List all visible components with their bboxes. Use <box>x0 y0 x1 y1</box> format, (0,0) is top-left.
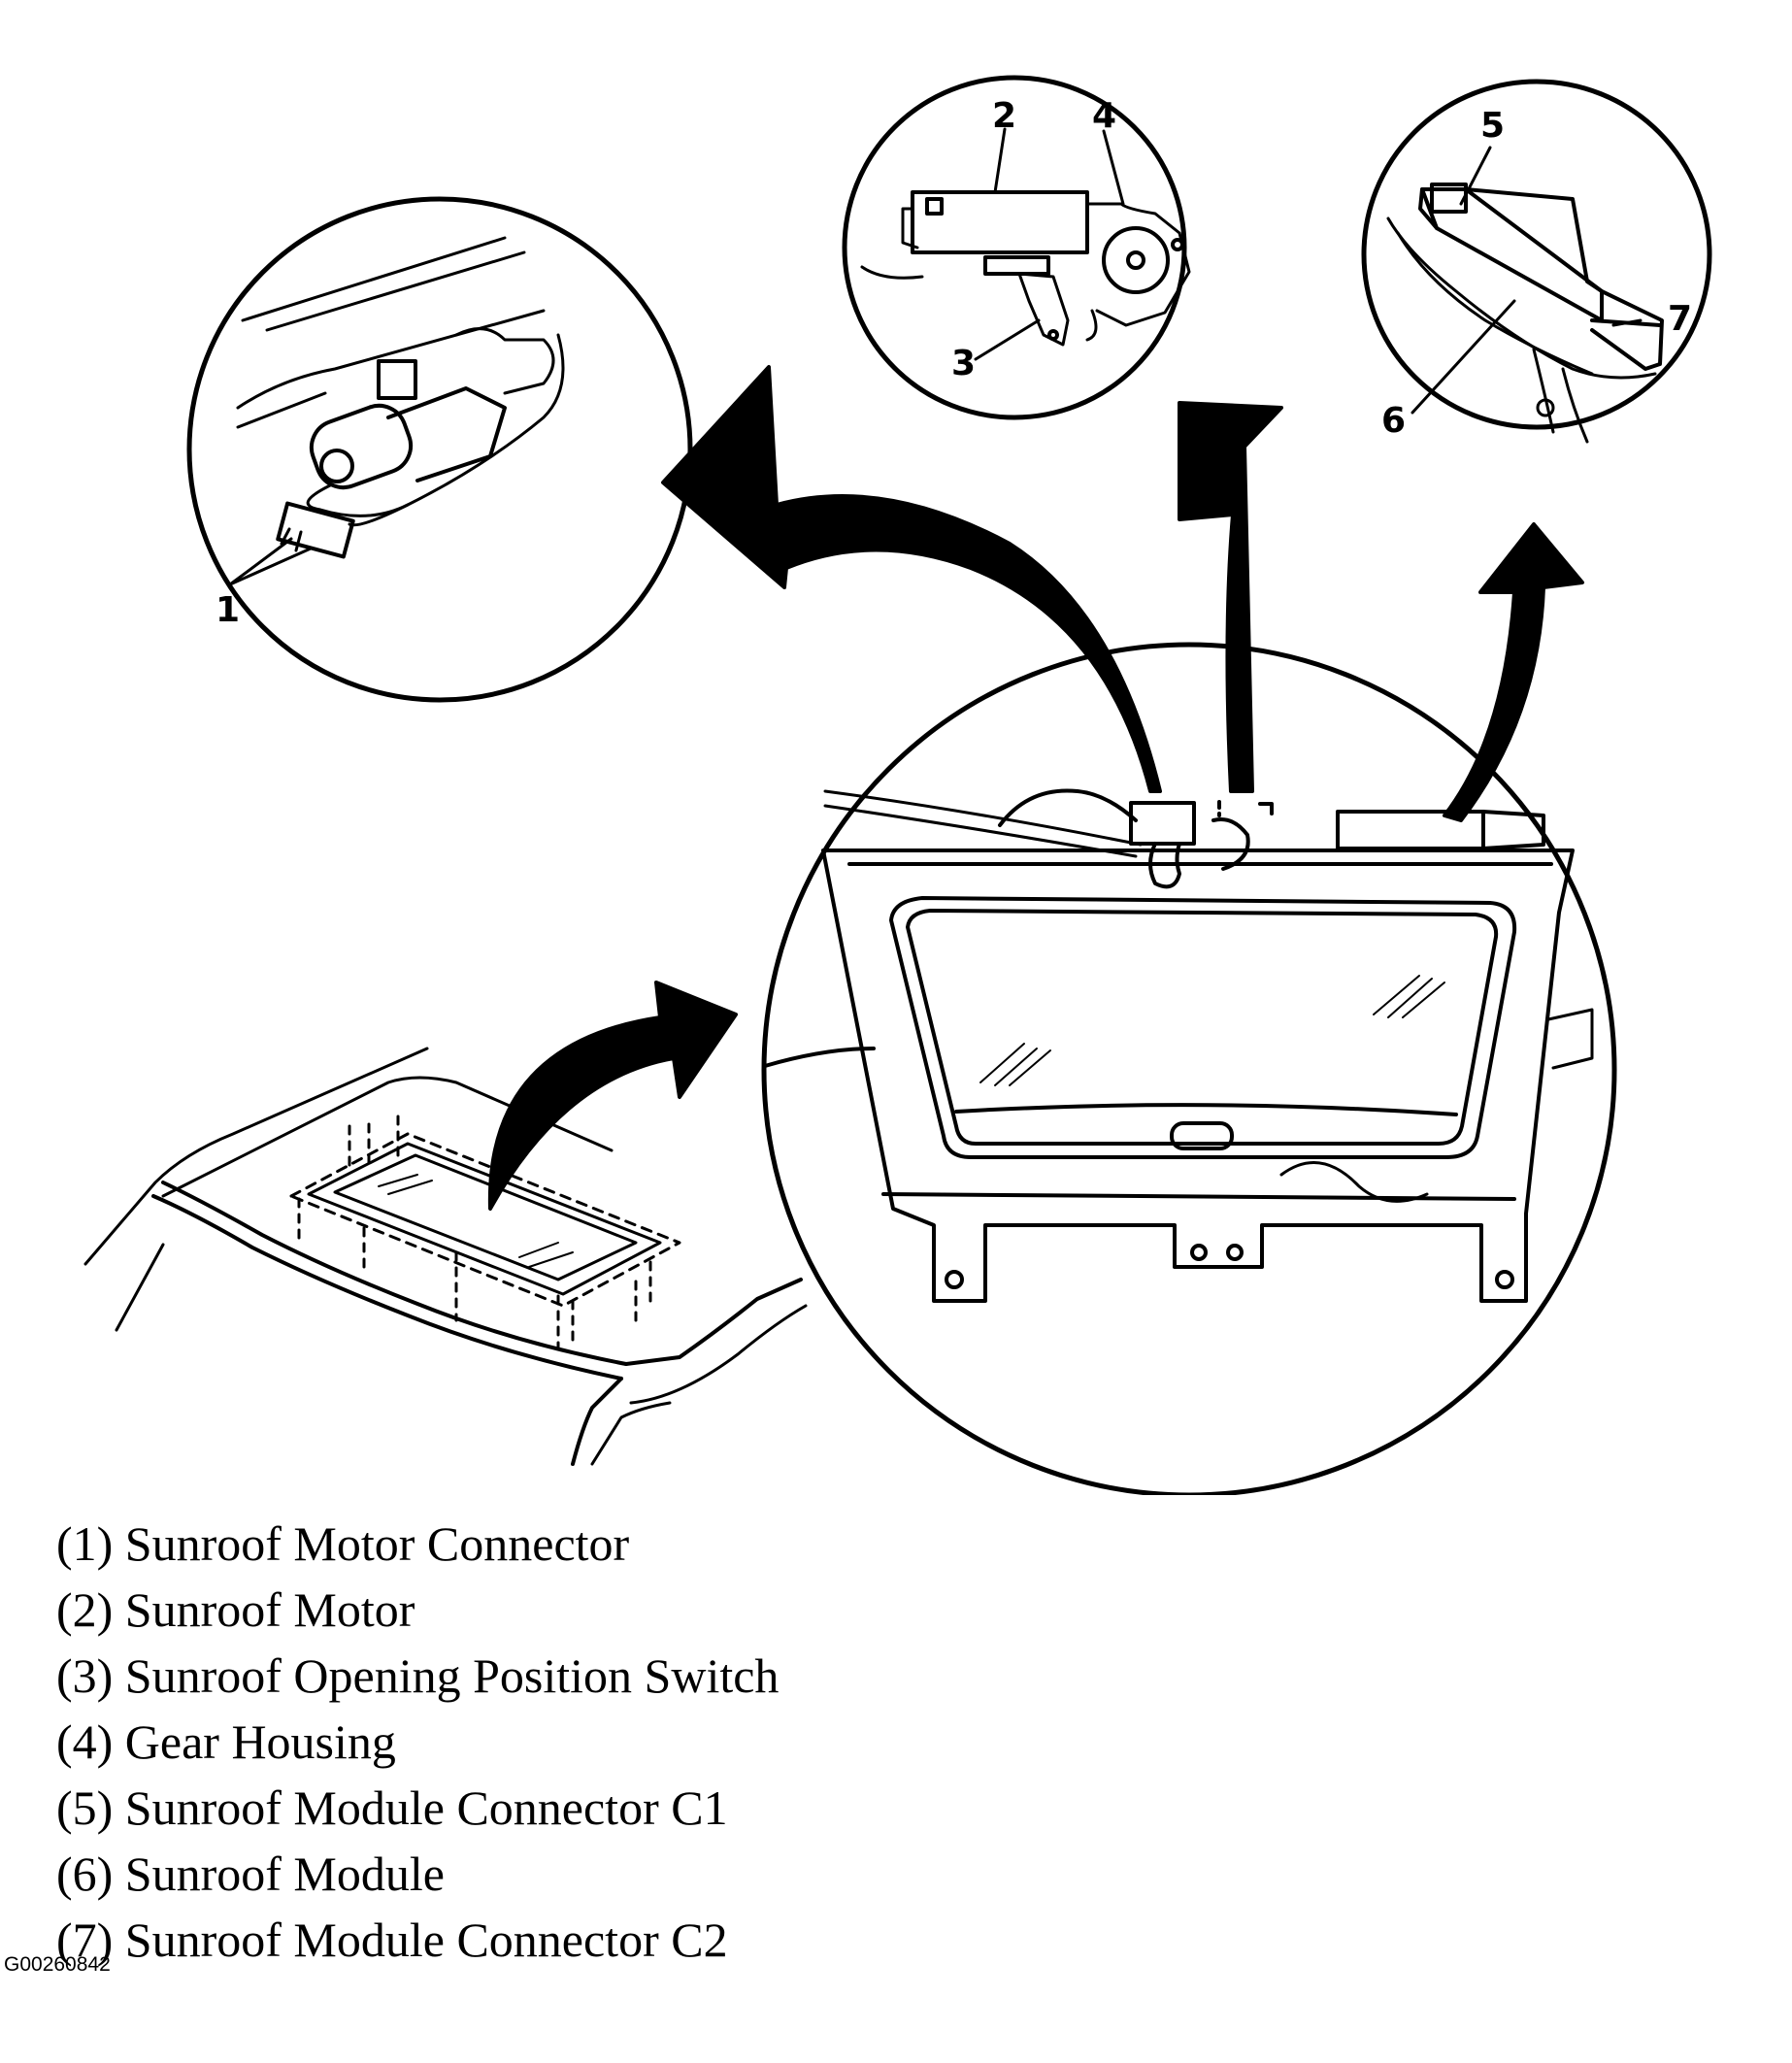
callout-3: 3 <box>951 344 976 383</box>
legend-item: (1) Sunroof Motor Connector <box>56 1516 630 1571</box>
arrow-to-motor-connector-icon <box>661 365 1162 793</box>
arrow-roof-to-frame-icon <box>487 981 738 1211</box>
car-roof-illustration <box>83 1047 808 1466</box>
callout-5: 5 <box>1480 106 1505 146</box>
legend-item: (7) Sunroof Module Connector C2 <box>56 1913 728 1967</box>
motor-connector-detail <box>186 196 693 703</box>
callout-7: 7 <box>1668 299 1692 339</box>
callout-2: 2 <box>992 96 1016 136</box>
sunroof-frame-detail <box>761 642 1617 1495</box>
figure-id: G00260842 <box>4 1953 111 1976</box>
sunroof-component-diagram: 1 2 3 4 5 6 7 <box>83 75 1712 1495</box>
callout-6: 6 <box>1381 401 1406 441</box>
sunroof-module-detail <box>1361 79 1712 444</box>
callout-1: 1 <box>216 590 240 630</box>
component-legend: (1) Sunroof Motor Connector (2) Sunroof … <box>56 1511 779 1973</box>
legend-item: (6) Sunroof Module <box>56 1847 445 1901</box>
legend-item: (4) Gear Housing <box>56 1714 396 1769</box>
arrow-to-motor-housing-icon <box>1178 401 1283 793</box>
legend-item: (5) Sunroof Module Connector C1 <box>56 1780 728 1835</box>
motor-gear-housing-detail <box>842 75 1191 420</box>
arrow-to-sunroof-module-icon <box>1443 522 1584 822</box>
legend-item: (3) Sunroof Opening Position Switch <box>56 1648 780 1703</box>
legend-item: (2) Sunroof Motor <box>56 1582 415 1637</box>
callout-4: 4 <box>1092 96 1116 136</box>
